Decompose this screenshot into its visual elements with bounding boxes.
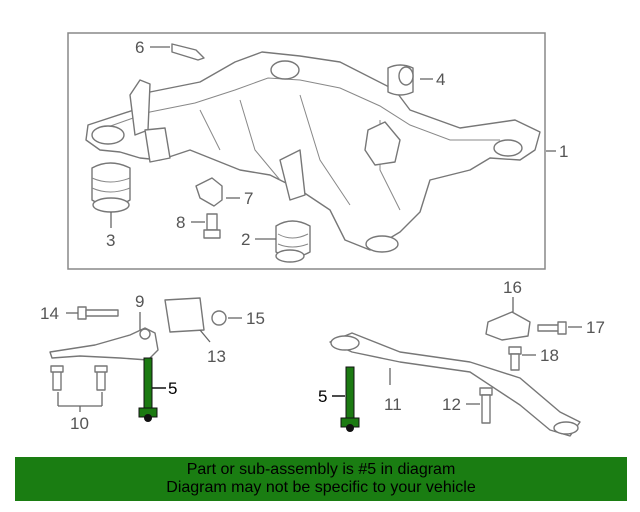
callout-14: 14	[40, 304, 59, 323]
pin-part-6	[171, 43, 205, 61]
bolt-part-18	[508, 346, 522, 371]
nut-part-15	[211, 310, 227, 326]
callout-5-right: 5	[318, 387, 327, 406]
bushing-part-4	[387, 64, 414, 96]
callout-2: 2	[241, 230, 250, 249]
bracket-part-16	[485, 311, 531, 341]
callout-16: 16	[503, 278, 522, 297]
bushing-part-2	[275, 220, 311, 263]
callout-12: 12	[442, 395, 461, 414]
banner-line-1: Part or sub-assembly is #5 in diagram	[186, 461, 456, 478]
bolt-part-8	[203, 213, 221, 239]
callout-13: 13	[207, 347, 226, 366]
parts-diagram: 1 2 3 4 6 7 8 9 10 14 13 15 5 5 11 12 16…	[40, 32, 605, 437]
callout-15: 15	[246, 309, 265, 328]
clip-part-7	[195, 177, 223, 207]
bolt-part-5-right	[340, 366, 360, 432]
subframe-group-frame	[67, 32, 546, 270]
callout-3: 3	[106, 231, 115, 250]
banner-line-2: Diagram may not be specific to your vehi…	[166, 479, 476, 496]
callout-9: 9	[135, 292, 144, 311]
callout-5-left: 5	[168, 379, 177, 398]
bushing-part-3	[91, 162, 131, 213]
bolt-part-12	[479, 387, 493, 424]
info-banner: Part or sub-assembly is #5 in diagram Di…	[15, 457, 627, 501]
bolt-part-5-left	[138, 357, 158, 422]
bolt-pair-part-10	[50, 365, 108, 391]
arm-part-9	[49, 327, 159, 361]
leader-lines	[57, 46, 582, 412]
bolt-part-14	[77, 306, 119, 320]
subframe-crossmember-part	[85, 51, 541, 253]
callout-18: 18	[540, 346, 559, 365]
callout-4: 4	[436, 70, 445, 89]
plate-part-13	[164, 297, 205, 333]
callout-6: 6	[135, 38, 144, 57]
callout-11: 11	[384, 395, 402, 414]
callout-10: 10	[70, 414, 89, 433]
bolt-part-17	[537, 321, 567, 335]
callout-8: 8	[176, 213, 185, 232]
callout-7: 7	[244, 189, 253, 208]
callout-1: 1	[559, 142, 568, 161]
callout-17: 17	[586, 318, 605, 337]
